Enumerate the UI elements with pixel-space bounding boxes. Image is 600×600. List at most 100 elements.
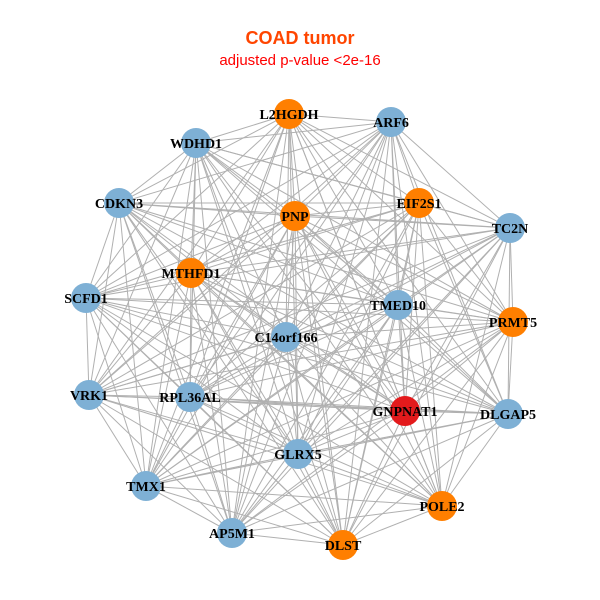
edge <box>88 394 344 546</box>
edge <box>88 202 420 396</box>
edge <box>118 202 511 229</box>
edge <box>190 272 344 546</box>
edge <box>118 202 147 487</box>
node-circle <box>283 439 313 469</box>
edge <box>297 453 443 507</box>
node-arf6[interactable]: ARF6 <box>373 107 409 137</box>
edge <box>397 304 509 415</box>
edge <box>145 410 406 487</box>
edge <box>88 321 514 396</box>
edge <box>509 227 514 323</box>
edge <box>288 113 299 455</box>
node-label: TMX1 <box>126 480 166 495</box>
edge <box>190 113 290 274</box>
edge <box>418 202 443 507</box>
node-tc2n[interactable]: TC2N <box>492 213 529 243</box>
edge <box>145 396 191 487</box>
node-gnpnat1[interactable]: GNPNAT1 <box>372 396 438 426</box>
node-eif2s1[interactable]: EIF2S1 <box>396 188 442 218</box>
edge <box>189 396 344 546</box>
edge <box>85 121 392 299</box>
node-c14orf166[interactable]: C14orf166 <box>255 322 318 352</box>
edge <box>190 272 233 534</box>
node-vrk1[interactable]: VRK1 <box>70 380 108 410</box>
edge <box>288 113 509 415</box>
node-mthfd1[interactable]: MTHFD1 <box>161 258 221 288</box>
node-circle <box>280 201 310 231</box>
edge <box>418 202 511 229</box>
edge <box>85 297 90 396</box>
edge <box>189 304 399 398</box>
edge <box>118 202 344 546</box>
node-label: CDKN3 <box>95 197 143 212</box>
edge <box>390 121 514 323</box>
edge <box>190 121 392 274</box>
edge <box>189 121 392 398</box>
figure-title: COAD tumor <box>245 28 355 48</box>
node-rpl36al[interactable]: RPL36AL <box>159 382 221 412</box>
node-pole2[interactable]: POLE2 <box>419 491 465 521</box>
edge <box>145 485 344 546</box>
node-label: RPL36AL <box>159 391 220 406</box>
edge <box>190 272 509 415</box>
edge <box>85 297 509 415</box>
node-dlgap5[interactable]: DLGAP5 <box>480 399 536 429</box>
edge <box>231 113 290 534</box>
edge <box>189 396 509 415</box>
node-wdhd1[interactable]: WDHD1 <box>170 128 222 158</box>
node-label: TMED10 <box>370 299 426 314</box>
edge <box>88 142 197 396</box>
edge <box>294 215 511 229</box>
node-glrx5[interactable]: GLRX5 <box>274 439 322 469</box>
edge <box>418 202 514 323</box>
edge <box>85 272 192 299</box>
node-dlst[interactable]: DLST <box>325 530 362 560</box>
edge <box>294 121 392 217</box>
edge <box>297 121 392 455</box>
edge <box>441 413 509 507</box>
edge <box>507 321 514 415</box>
node-label: GNPNAT1 <box>372 405 437 420</box>
edge <box>342 410 406 546</box>
node-circle <box>328 530 358 560</box>
node-label: WDHD1 <box>170 137 222 152</box>
edge <box>85 202 420 299</box>
node-tmed10[interactable]: TMED10 <box>370 290 426 320</box>
edge <box>231 453 299 534</box>
edge <box>294 202 420 217</box>
edge <box>285 336 443 507</box>
node-prmt5[interactable]: PRMT5 <box>489 307 537 337</box>
edge <box>441 321 514 507</box>
node-circle <box>181 128 211 158</box>
edge <box>189 396 233 534</box>
node-ap5m1[interactable]: AP5M1 <box>209 518 255 548</box>
node-circle <box>271 322 301 352</box>
edge <box>342 505 443 546</box>
node-scfd1[interactable]: SCFD1 <box>64 283 108 313</box>
edge <box>297 453 344 546</box>
node-label: L2HGDH <box>259 108 318 123</box>
edge <box>285 336 509 415</box>
node-cdkn3[interactable]: CDKN3 <box>95 188 143 218</box>
edge <box>195 142 514 323</box>
edge <box>145 336 287 487</box>
node-circle <box>493 399 523 429</box>
edge <box>288 113 511 229</box>
edge <box>231 410 406 534</box>
edge <box>88 394 233 534</box>
node-circle <box>404 188 434 218</box>
edge <box>288 113 399 306</box>
node-label: ARF6 <box>373 116 409 131</box>
node-label: C14orf166 <box>255 331 318 346</box>
edge <box>285 336 344 546</box>
node-l2hgdh[interactable]: L2HGDH <box>259 99 319 129</box>
node-pnp[interactable]: PNP <box>280 201 310 231</box>
node-label: DLGAP5 <box>480 408 536 423</box>
edge <box>88 336 287 396</box>
edge <box>231 505 443 534</box>
node-tmx1[interactable]: TMX1 <box>126 471 166 501</box>
node-label: VRK1 <box>70 389 108 404</box>
